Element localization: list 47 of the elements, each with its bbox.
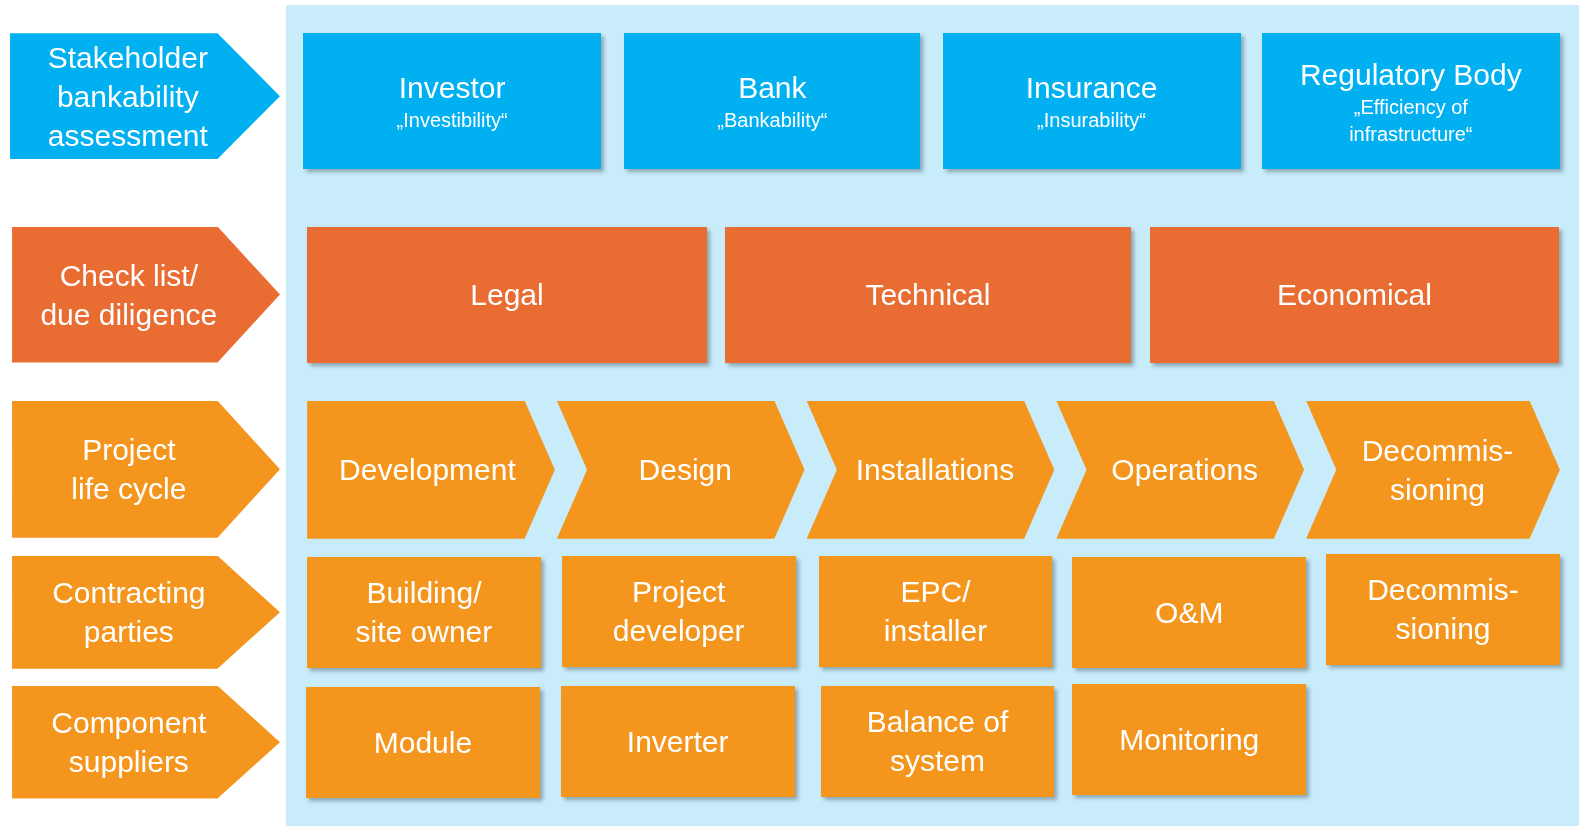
box-title: Module bbox=[373, 724, 473, 761]
box-title: Operations bbox=[1111, 452, 1259, 489]
box-subtitle: „Efficiency of infrastructure“ bbox=[1348, 94, 1474, 147]
category-box bbox=[307, 556, 541, 668]
category-box bbox=[942, 33, 1241, 170]
category-box bbox=[303, 33, 602, 170]
box-title: O&M bbox=[1155, 594, 1224, 631]
box-subtitle: „Insurability“ bbox=[1036, 108, 1148, 134]
category-box bbox=[1150, 226, 1559, 363]
box-title: Economical bbox=[1276, 277, 1432, 314]
box-title: Design bbox=[638, 452, 732, 489]
category-box bbox=[624, 33, 921, 170]
box-title: Development bbox=[339, 452, 516, 489]
box-title: Investor bbox=[398, 70, 506, 107]
box-title: Installations bbox=[855, 452, 1015, 489]
box-title: Legal bbox=[470, 277, 544, 314]
category-box bbox=[1072, 683, 1307, 795]
box-title: Monitoring bbox=[1119, 721, 1260, 758]
box-title: Insurance bbox=[1025, 70, 1158, 107]
box-subtitle: „Investibility“ bbox=[395, 108, 509, 134]
box-title: Stakeholder bankability assessment bbox=[46, 39, 209, 154]
box-title: Decommis- sioning bbox=[1360, 432, 1515, 508]
category-box bbox=[561, 555, 796, 667]
category-box bbox=[1072, 556, 1307, 668]
category-box bbox=[307, 226, 707, 363]
box-title: Inverter bbox=[626, 723, 729, 760]
box-title: Regulatory Body bbox=[1299, 56, 1522, 93]
category-box bbox=[818, 555, 1053, 667]
panel-background bbox=[286, 5, 1579, 826]
category-box bbox=[1261, 33, 1560, 170]
category-box bbox=[820, 685, 1055, 797]
box-title: Technical bbox=[865, 277, 991, 314]
box-title: Component suppliers bbox=[50, 705, 208, 781]
category-box bbox=[1326, 553, 1560, 665]
box-title: Decommis- sioning bbox=[1366, 572, 1520, 648]
box-title: Balance of system bbox=[865, 704, 1010, 780]
box-subtitle: „Bankability“ bbox=[716, 108, 829, 134]
box-title: Project developer bbox=[611, 574, 746, 650]
box-title: Building/ site owner bbox=[354, 575, 494, 651]
category-box bbox=[725, 226, 1131, 363]
category-box bbox=[306, 686, 540, 798]
box-title: Bank bbox=[738, 70, 807, 107]
box-title: Check list/ due diligence bbox=[39, 257, 219, 333]
box-title: Project life cycle bbox=[70, 432, 188, 508]
box-title: EPC/ installer bbox=[882, 574, 989, 650]
box-title: Contracting parties bbox=[51, 575, 207, 651]
category-box bbox=[560, 685, 795, 797]
